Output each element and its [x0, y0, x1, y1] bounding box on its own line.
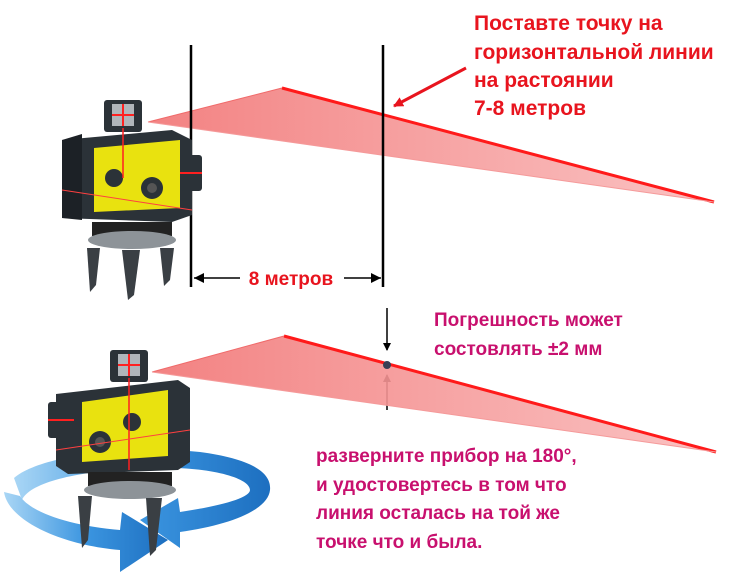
callout-top-line-3: на растоянии	[474, 69, 614, 92]
laser-beam-bottom	[151, 334, 717, 454]
callout-top-line-1: Поставте точку на	[474, 12, 663, 35]
mark-dot	[383, 361, 391, 369]
callout-error-line-1: Погрешность может	[434, 310, 623, 331]
callout-bottom-text: разверните прибор на 180°, и удостоверте…	[316, 446, 582, 553]
laser-beam-top	[147, 86, 715, 204]
callout-arrow-top	[393, 66, 467, 108]
callout-top-line-4: 7-8 метров	[474, 97, 586, 120]
callout-top-text: Поставте точку на горизонтальной линии н…	[474, 12, 720, 120]
callout-bottom-line-3: линия осталась на той же	[316, 503, 560, 524]
callout-bottom-line-1: разверните прибор на 180°,	[316, 446, 577, 467]
callout-bottom-line-2: и удостовертесь в том что	[316, 475, 567, 496]
distance-label: 8 метров	[249, 269, 333, 290]
distance-dimension: 8 метров	[194, 266, 381, 290]
callout-bottom-line-4: точке что и была.	[316, 532, 482, 553]
laser-level-icon	[48, 350, 191, 556]
callout-top-line-2: горизонтальной линии	[474, 41, 714, 64]
laser-level-icon	[61, 100, 202, 300]
callout-error-text: Погрешность может состовлять ±2 мм	[434, 310, 628, 360]
callout-error-line-2: состовлять ±2 мм	[434, 339, 602, 360]
